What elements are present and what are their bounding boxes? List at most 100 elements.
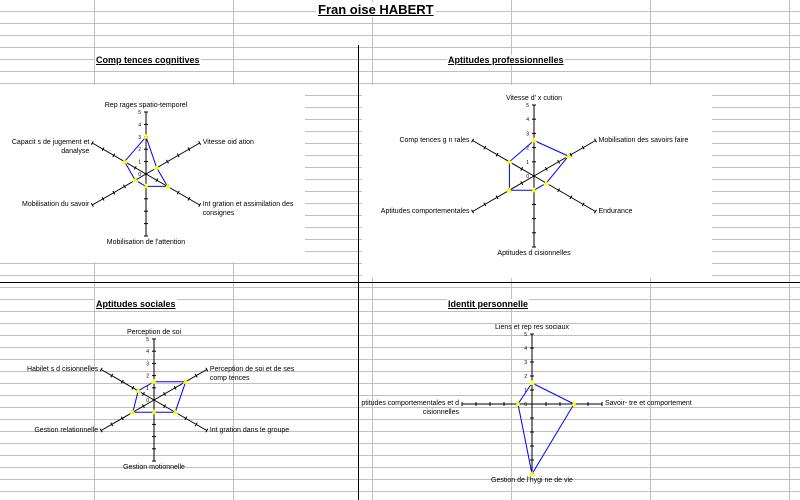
axis-tick	[173, 385, 177, 390]
axis-label: Mobilisation de l'attention	[106, 239, 186, 246]
axis-tick	[557, 188, 561, 193]
axis-tick	[142, 391, 145, 396]
tick-label: 0	[138, 172, 141, 178]
axis-tick	[569, 152, 573, 157]
sheet-title: Fran oise HABERT	[316, 2, 436, 17]
data-point-marker	[121, 158, 128, 164]
data-point-marker	[143, 133, 149, 139]
data-point-marker	[531, 137, 537, 143]
axis-tick	[131, 385, 135, 390]
data-point-marker	[543, 180, 550, 186]
data-point-marker	[151, 409, 157, 415]
axis-tick	[166, 159, 169, 164]
axis-label: Mobilisation du savoir	[22, 201, 90, 208]
axis-label: Gestion relationnelle	[34, 426, 99, 434]
axis-tick	[205, 367, 209, 372]
data-point-marker	[132, 177, 139, 183]
axis-tick	[581, 145, 585, 150]
divider-horizontal	[0, 282, 800, 283]
data-point-marker	[571, 401, 577, 406]
axis-tick	[110, 422, 114, 427]
tick-label: 4	[146, 349, 149, 355]
axis-label: Savoir- tre et comportement	[605, 400, 692, 407]
axis-line	[153, 399, 208, 431]
axis-tick	[483, 145, 487, 150]
axis-tick	[471, 138, 474, 143]
axis-tick	[176, 153, 180, 158]
axis-tick	[187, 147, 191, 152]
axis-tick	[557, 159, 561, 164]
data-point-marker	[182, 378, 189, 384]
axis-tick	[101, 196, 105, 201]
axis-line	[100, 369, 155, 401]
axis-label: Aptitudes d cisionnelles	[497, 250, 571, 257]
axis-line	[472, 140, 535, 177]
axis-line	[153, 369, 208, 401]
axis-label: Mobilisation des savoirs faire	[598, 136, 689, 144]
axis-tick	[163, 404, 166, 409]
tick-label: 2	[526, 146, 529, 152]
axis-line	[533, 175, 596, 212]
tick-label: 4	[138, 122, 141, 128]
axis-label: Gestion motionnelle	[123, 464, 185, 471]
tick-label: 3	[146, 361, 149, 367]
series-line	[508, 139, 570, 191]
axis-label: Vitesse oid ation	[202, 139, 254, 146]
axis-line	[92, 173, 147, 206]
axis-line	[145, 173, 200, 206]
axis-label: Perception de soi et de ses comp tences	[209, 365, 295, 382]
axis-tick	[133, 165, 137, 170]
tick-label: 2	[146, 374, 149, 380]
axis-label: Int gration et assimilation des consigne…	[202, 201, 294, 217]
axis-label: ptitudes comportementales et d cisionnel…	[361, 400, 459, 416]
data-point-marker	[129, 409, 136, 415]
axis-tick	[101, 147, 105, 152]
axis-label: Gestion de l'hygi ne de vie	[491, 477, 573, 484]
axis-tick	[163, 391, 166, 396]
axis-tick	[520, 181, 524, 186]
tick-label: 5	[526, 103, 529, 109]
axis-tick	[142, 404, 145, 409]
data-point-marker	[172, 409, 179, 415]
data-point-marker	[515, 401, 521, 406]
tick-label: 3	[524, 360, 527, 366]
axis-tick	[110, 373, 114, 378]
tick-label: 0	[524, 402, 527, 408]
axis-label: Rep rages spatio-temporel	[104, 102, 188, 109]
axis-tick	[112, 190, 116, 195]
axis-tick	[155, 178, 159, 183]
data-point-marker	[164, 183, 171, 189]
axis-tick	[544, 166, 548, 171]
axis-label: Liens et rep res sociaux	[495, 324, 569, 331]
axis-line	[92, 142, 147, 175]
tick-label: 1	[146, 386, 149, 392]
axis-tick	[99, 367, 103, 372]
axis-tick	[120, 379, 124, 384]
axis-line	[100, 399, 155, 431]
tick-label: 1	[524, 388, 527, 394]
axis-line	[533, 140, 596, 177]
axis-tick	[99, 428, 103, 433]
tick-label: 0	[146, 398, 149, 404]
data-point-marker	[531, 187, 537, 193]
tick-label: 4	[524, 346, 527, 352]
tick-label: 4	[526, 117, 529, 123]
axis-tick	[120, 416, 124, 421]
axis-tick	[581, 202, 585, 207]
axis-label: Perception de soi	[126, 329, 182, 336]
section-title-professional: Aptitudes professionnelles	[447, 55, 565, 65]
axis-tick	[176, 190, 180, 195]
axis-tick	[194, 422, 198, 427]
data-point-marker	[529, 380, 535, 385]
series-line	[517, 382, 575, 476]
data-point-marker	[143, 183, 149, 189]
tick-label: 1	[526, 160, 529, 166]
section-title-social: Aptitudes sociales	[95, 299, 177, 309]
